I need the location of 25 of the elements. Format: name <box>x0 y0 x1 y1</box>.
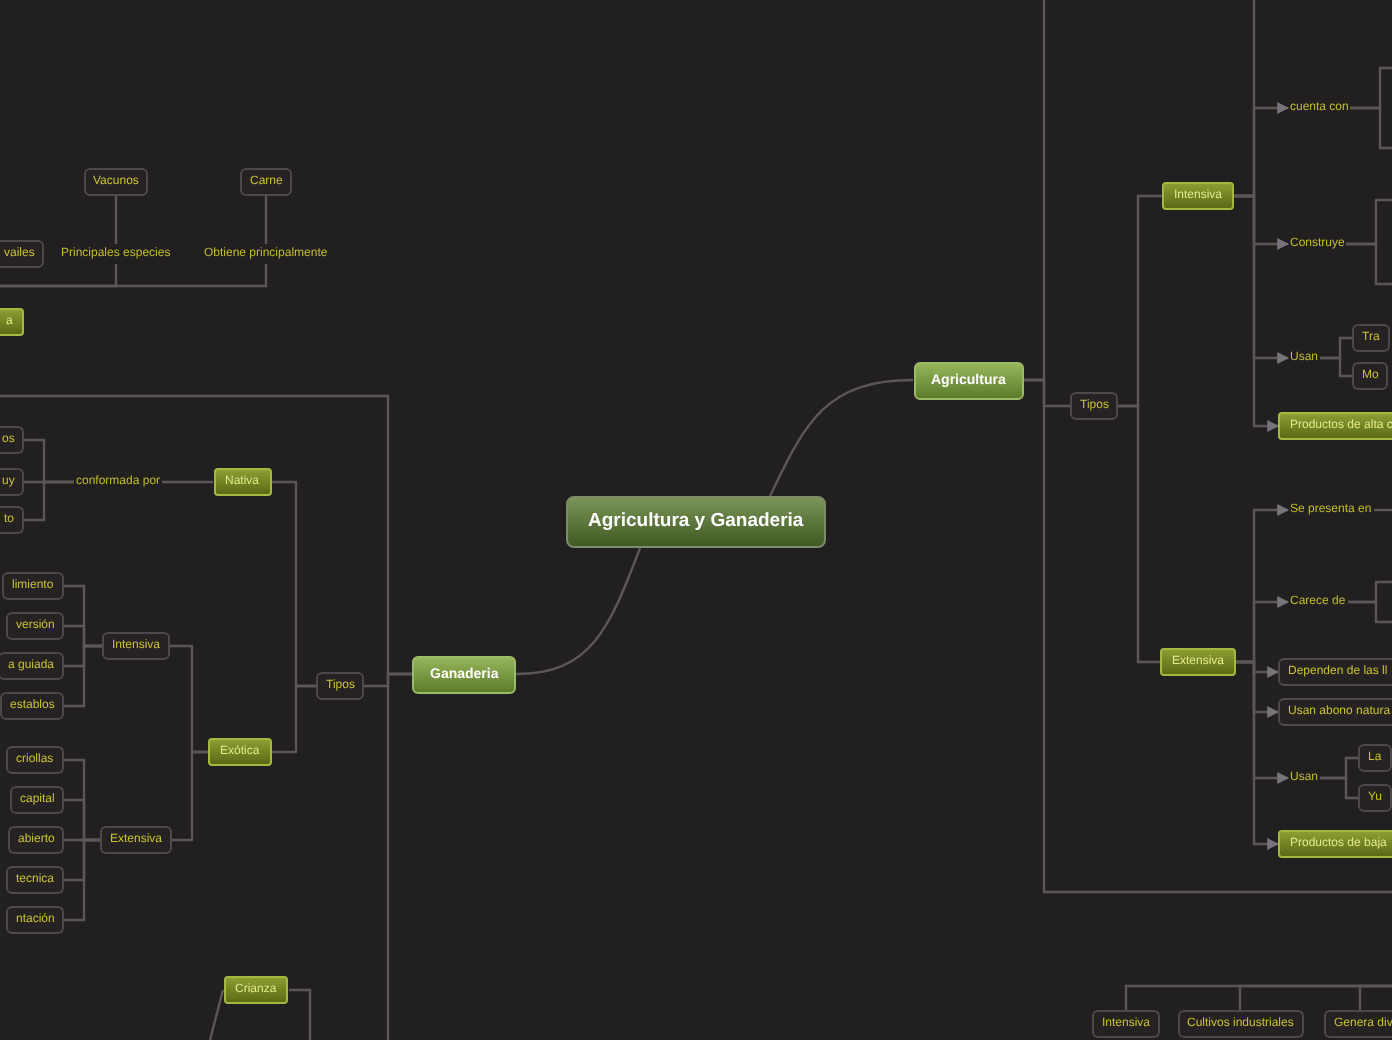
connector-line <box>768 378 914 497</box>
connector-line <box>172 750 208 842</box>
connector-line <box>64 644 102 708</box>
connector-line <box>1374 508 1392 512</box>
arrow <box>1236 660 1280 850</box>
connector-line <box>264 196 268 244</box>
connector-line <box>1023 378 1392 894</box>
connector-line <box>0 264 268 288</box>
connector-line <box>1118 404 1160 664</box>
connector-line <box>1350 106 1392 150</box>
central-topic-box: Agricultura y Ganaderia <box>566 496 826 547</box>
connector-line <box>208 989 225 1040</box>
connector-line <box>1320 356 1352 378</box>
connector-line <box>272 684 316 754</box>
connector-line <box>1348 600 1392 624</box>
connector-line <box>1320 776 1358 800</box>
connector-line <box>289 988 312 1040</box>
connector-line <box>24 480 74 522</box>
connector-line <box>1346 242 1392 286</box>
connector-line <box>114 196 118 244</box>
connector-line <box>386 672 412 1040</box>
connector-line <box>1358 984 1392 1010</box>
connector-line <box>64 838 100 922</box>
connector-line <box>515 547 642 676</box>
connector-line <box>162 480 213 484</box>
